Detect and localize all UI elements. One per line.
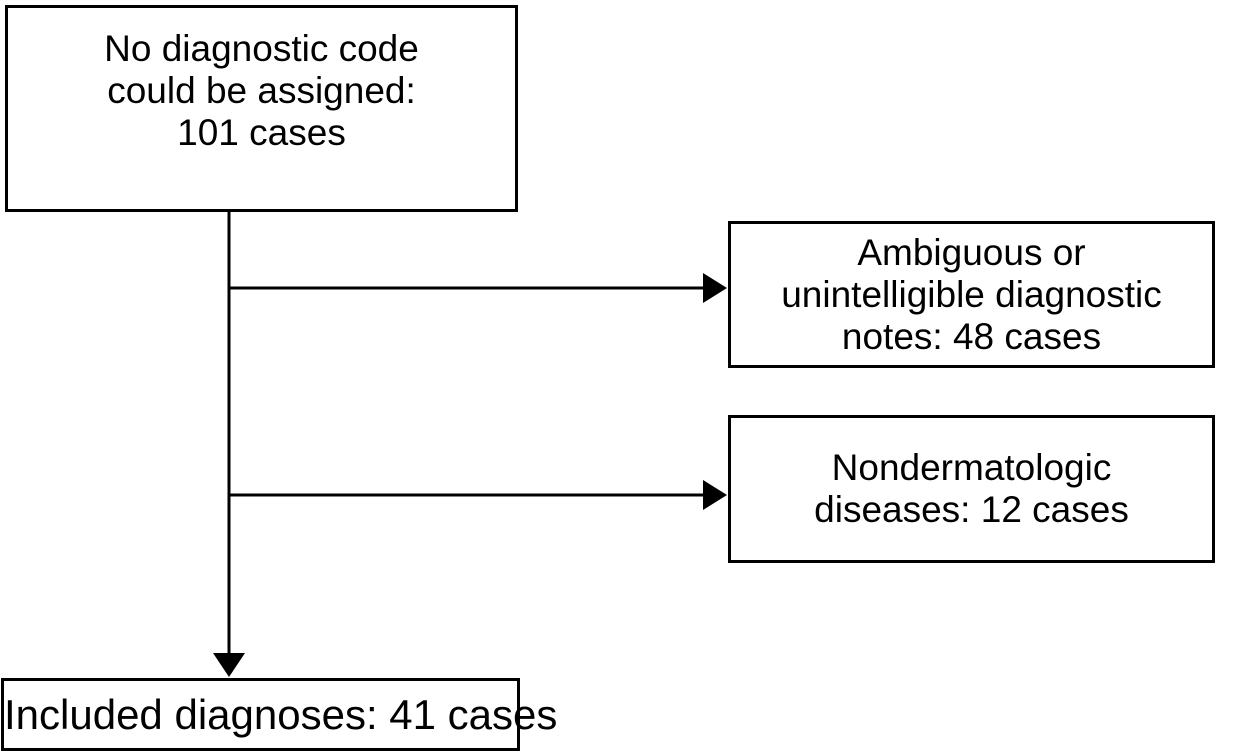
node-text-line: No diagnostic code (104, 28, 419, 69)
node-text-line: Nondermatologic (831, 447, 1112, 488)
node-no-diagnostic-code: No diagnostic code could be assigned: 10… (5, 5, 518, 212)
node-text-line: could be assigned: (107, 70, 416, 111)
arrowhead-right-icon (703, 273, 727, 303)
arrowhead-right-icon (703, 480, 727, 510)
node-nondermatologic-diseases: Nondermatologic diseases: 12 cases (728, 415, 1215, 563)
node-text-line: Ambiguous or (857, 231, 1086, 273)
node-ambiguous-notes: Ambiguous or unintelligible diagnostic n… (728, 221, 1215, 368)
node-text-line: notes: 48 cases (841, 315, 1102, 357)
node-text-line: Included diagnoses: 41 cases (4, 690, 558, 738)
arrowhead-down-icon (213, 653, 245, 677)
node-text-line: unintelligible diagnostic (781, 273, 1162, 315)
node-text-line: 101 cases (177, 112, 346, 153)
node-included-diagnoses: Included diagnoses: 41 cases (1, 678, 558, 751)
node-text-line: diseases: 12 cases (814, 489, 1129, 530)
